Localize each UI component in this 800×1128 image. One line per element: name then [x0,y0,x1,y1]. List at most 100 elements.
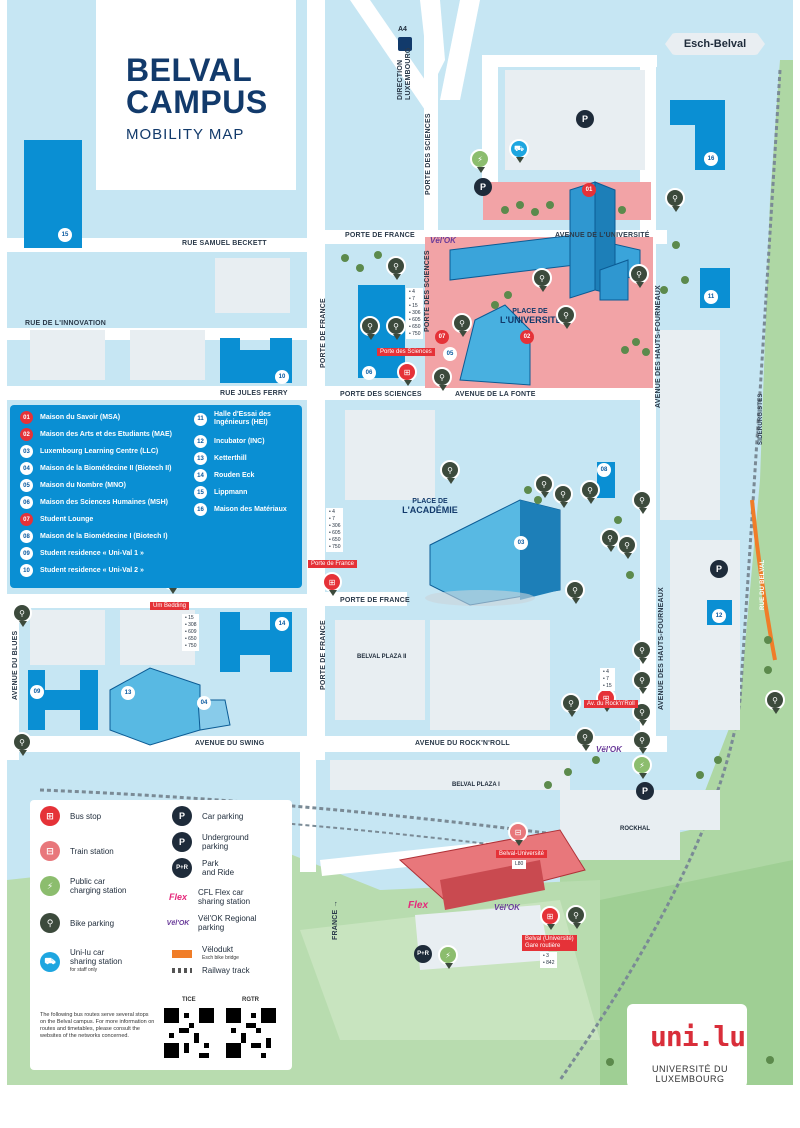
flex-marker[interactable]: Flex [408,900,429,911]
bike-parking-marker[interactable]: ⚲ [561,693,581,717]
bike-parking-marker[interactable]: ⚲ [386,316,406,340]
building-04-marker[interactable]: 04 [197,696,211,710]
building-07-marker[interactable]: 07 [435,330,449,344]
bike-parking-marker[interactable]: ⚲ [12,732,32,756]
bus-stop-marker[interactable]: ⊞ [322,572,342,596]
bike-parking-marker[interactable]: ⚲ [565,580,585,604]
velok-icon: Vël'OK [166,919,190,927]
building-name: Maison du Savoir (MSA) [40,414,121,421]
underground-parking-marker[interactable]: P [474,178,492,196]
building-name: Luxembourg Learning Centre (LLC) [40,448,159,455]
bike-parking-marker[interactable]: ⚲ [360,316,380,340]
car-parking-marker-east[interactable]: P [710,560,728,578]
bus-routes-gare: • 3• 842 [540,952,558,968]
qr-code-tice-icon[interactable] [164,1008,214,1058]
bike-parking-marker[interactable]: ⚲ [386,256,406,280]
label-belval-plaza-2: BELVAL PLAZA II [357,654,407,660]
highway-icon [398,37,412,51]
building-number-badge: 14 [194,469,207,482]
legend-bus-stop: ⊞Bus stop [40,806,101,826]
light-buildings [30,70,740,860]
bike-parking-marker[interactable]: ⚲ [629,264,649,288]
bus-stop-label: Av. du Rock'n'Roll [584,700,638,708]
car-charging-marker[interactable]: ⚡ [470,149,490,173]
bike-parking-marker[interactable]: ⚲ [440,460,460,484]
car-parking-marker[interactable]: P [576,110,594,128]
bike-parking-marker[interactable]: ⚲ [617,535,637,559]
building-08-marker[interactable]: 08 [597,463,611,477]
bike-parking-marker[interactable]: ⚲ [632,730,652,754]
building-10-marker[interactable]: 10 [275,370,289,384]
street-avenue-universite: AVENUE DE L'UNIVERSITÉ [555,232,650,239]
bike-parking-marker[interactable]: ⚲ [665,188,685,212]
qr-code-rgtr-icon[interactable] [226,1008,276,1058]
building-16-marker[interactable]: 16 [704,152,718,166]
train-station-icon: ⊟ [40,841,60,861]
train-routes: L80 [512,860,527,869]
building-06-marker[interactable]: 06 [362,366,376,380]
car-charging-marker[interactable]: ⚡ [632,755,652,779]
bike-parking-marker[interactable]: ⚲ [575,727,595,751]
street-porte-france-top: PORTE DE FRANCE [345,232,415,239]
bike-parking-marker[interactable]: ⚲ [432,367,452,391]
bike-parking-marker[interactable]: ⚲ [632,640,652,664]
building-13-marker[interactable]: 13 [121,686,135,700]
velok-marker[interactable]: Vël'OK [494,903,520,912]
train-station-marker[interactable]: ⊟ [508,822,528,846]
street-porte-france-mid: PORTE DE FRANCE [340,597,410,604]
bike-parking-marker[interactable]: ⚲ [632,702,652,726]
velok-marker[interactable]: Vël'OK [596,745,622,754]
building-05-marker[interactable]: 05 [443,347,457,361]
bike-parking-marker[interactable]: ⚲ [534,474,554,498]
building-02-marker[interactable]: 02 [520,330,534,344]
velok-marker[interactable]: Vël'OK [430,236,456,245]
bike-parking-marker[interactable]: ⚲ [632,490,652,514]
car-charging-marker[interactable]: ⚡ [438,945,458,969]
green-area-east [560,60,793,1085]
building-09-marker[interactable]: 09 [30,685,44,699]
bus-stop-marker[interactable]: ⊞ [540,906,560,930]
bike-parking-marker[interactable]: ⚲ [632,670,652,694]
building-03-marker[interactable]: 03 [514,536,528,550]
bus-route: • 7 [409,296,415,302]
bike-parking-marker[interactable]: ⚲ [532,268,552,292]
building-11-marker[interactable]: 11 [704,290,718,304]
bus-route: • 605 [409,317,421,323]
bus-route: • 4 [409,289,415,295]
building-name: Maison du Nombre (MNO) [40,482,126,489]
building-number-badge: 09 [20,547,33,560]
bus-route: • 7 [329,516,335,522]
building-01-marker[interactable]: 01 [582,183,596,197]
university-logo: uni.lu [650,1020,746,1053]
bus-stop-marker[interactable]: ⊞ [397,362,417,386]
bike-parking-marker[interactable]: ⚲ [12,603,32,627]
bike-parking-marker[interactable]: ⚲ [452,313,472,337]
bike-parking-marker[interactable]: ⚲ [765,690,785,714]
bike-parking-marker[interactable]: ⚲ [566,905,586,929]
qr-rgtr-label: RGTR [242,997,259,1003]
building-name: Student Lounge [40,516,94,523]
building-14-marker[interactable]: 14 [275,617,289,631]
building-name: Student residence « Uni-Val 1 » [40,550,144,557]
uni-car-sharing-marker[interactable]: ⛟ [509,139,529,163]
street-jules-ferry: RUE JULES FERRY [220,390,288,397]
bus-route: • 750 [329,544,341,550]
bike-parking-marker[interactable]: ⚲ [556,305,576,329]
building-15-marker[interactable]: 15 [58,228,72,242]
bus-stop-label: Porte de France [308,560,358,568]
building-name: Ketterthill [214,454,247,462]
bike-parking-marker[interactable]: ⚲ [553,484,573,508]
park-and-ride-marker[interactable]: P+R [414,945,432,963]
underground-parking-marker-south[interactable]: P [636,782,654,800]
bike-parking-marker[interactable]: ⚲ [580,480,600,504]
building-12-marker[interactable]: 12 [712,609,726,623]
street-porte-sciences-h: PORTE DES SCIENCES [340,391,422,398]
